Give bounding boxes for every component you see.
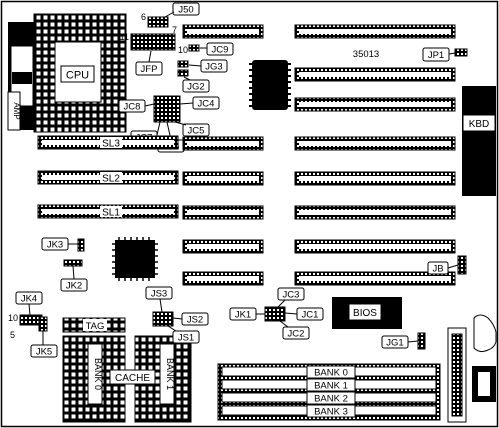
- isa-slots-right: [182, 24, 456, 286]
- js2-label: JS2: [187, 315, 203, 326]
- jk4-pin5-label: 5: [10, 330, 15, 340]
- slot-sl3-label: SL3: [102, 139, 120, 150]
- jc9-jumper: 10 JC9: [178, 42, 234, 56]
- simm-bank3-label: BANK 3: [314, 407, 348, 418]
- cpu-socket: CPU AMP: [7, 13, 127, 133]
- kbd-label: KBD: [469, 119, 490, 130]
- jk3-jumper: JK3: [41, 237, 85, 252]
- jc1-label: JC1: [302, 310, 319, 321]
- jb-jumper: JB: [427, 255, 467, 275]
- jp1-jumper: JP1: [422, 47, 468, 62]
- model-number-label: 35013: [353, 49, 379, 60]
- j50-pin7-label: 7: [172, 25, 177, 35]
- jfp-pin11-label: 11: [120, 32, 129, 42]
- simm-banks: BANK 0 BANK 1 BANK 2 BANK 3: [217, 363, 441, 421]
- simm-bank1-label: BANK 1: [314, 381, 348, 392]
- power-connector: [447, 314, 497, 423]
- tag-label: TAG: [86, 321, 105, 332]
- slot-sl2-label: SL2: [102, 174, 120, 185]
- simm-bank2-label: BANK 2: [314, 394, 348, 405]
- chipset-chip-bottom: [112, 237, 158, 281]
- j50-pin6-label: 6: [141, 12, 146, 22]
- cache-area: TAG BANK 0 BANK 1 CACHE: [62, 317, 192, 423]
- slot-sl1-label: SL1: [102, 208, 120, 219]
- js-jumpers: JS3 JS2 JS1: [145, 286, 209, 344]
- jk2-label: JK2: [66, 281, 82, 292]
- sl-slots-left: SL3 SL2 SL1: [37, 135, 179, 219]
- jk4-pin10-label: 10: [8, 313, 18, 323]
- jg1-jumper: JG1: [381, 332, 426, 350]
- jk2-jumper: JK2: [60, 259, 88, 292]
- jg1-label: JG1: [386, 338, 403, 349]
- jc9-label: JC9: [212, 45, 229, 56]
- cache-label: CACHE: [115, 373, 150, 384]
- jg3-label: JG3: [205, 62, 222, 73]
- jk1-label: JK1: [235, 310, 251, 321]
- js1-label: JS1: [178, 333, 194, 344]
- bios-label: BIOS: [353, 308, 377, 319]
- jfp-header: 6 7 11 J50 JFP: [120, 2, 200, 76]
- jc4-label: JC4: [198, 99, 215, 110]
- jc3-label: JC3: [283, 290, 300, 301]
- jc3-cluster: JC3 JK1 JC1 JC2: [229, 287, 324, 340]
- j50-label: J50: [178, 5, 193, 16]
- cache-bank-left-label: BANK 0: [93, 358, 103, 390]
- cache-bank-right-label: BANK 1: [165, 358, 175, 390]
- js3-label: JS3: [151, 289, 167, 300]
- jk4-jk5-jumpers: JK4 10 5 JK5: [8, 291, 58, 358]
- jc9-pin10-label: 10: [178, 45, 188, 55]
- jg2-label: JG2: [187, 82, 204, 93]
- keyboard-connector: KBD: [462, 86, 496, 196]
- jb-label: JB: [432, 264, 443, 275]
- jc2-label: JC2: [288, 329, 305, 340]
- jg3-jumper: JG3: [177, 59, 228, 73]
- chipset-chip-top: [249, 60, 291, 110]
- jp1-label: JP1: [428, 50, 444, 61]
- amp-label: AMP: [12, 102, 21, 119]
- jfp-label: JFP: [141, 64, 158, 75]
- jk3-label: JK3: [47, 240, 63, 251]
- bios-chip: BIOS: [332, 297, 402, 329]
- jc8-label: JC8: [124, 102, 141, 113]
- jk5-label: JK5: [36, 347, 52, 358]
- jg2-jumper: JG2: [177, 69, 210, 93]
- jc5-label: JC5: [188, 126, 205, 137]
- jk4-label: JK4: [21, 294, 37, 305]
- simm-bank0-label: BANK 0: [314, 368, 348, 379]
- cpu-label: CPU: [66, 70, 89, 82]
